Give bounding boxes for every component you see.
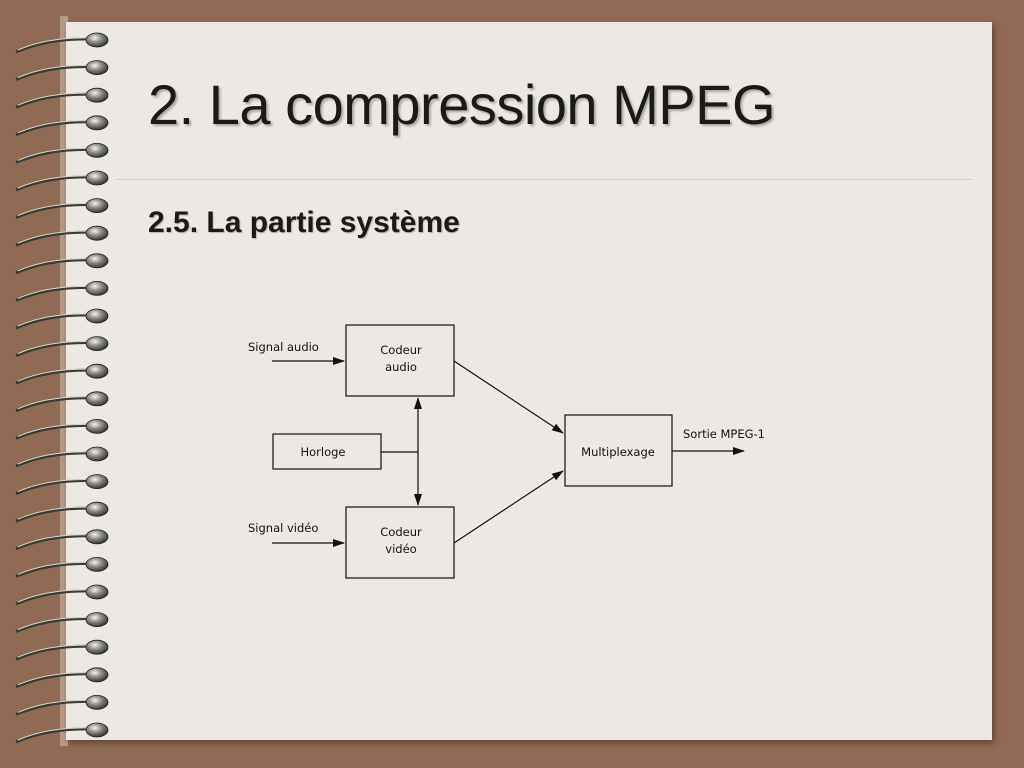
spiral-ring [15, 170, 109, 192]
clock-label: Horloge [300, 445, 345, 459]
spiral-ring [15, 639, 109, 661]
slide-subtitle: 2.5. La partie système [148, 206, 460, 239]
video-to-mux-arrow [453, 470, 564, 544]
spiral-ring [15, 722, 109, 744]
video-encoder-label-line2: vidéo [385, 542, 416, 556]
spiral-binding [15, 32, 109, 744]
spiral-ring [15, 501, 109, 523]
spiral-ring [15, 529, 109, 551]
spiral-ring [15, 32, 109, 54]
video-encoder-label-line1: Codeur [380, 525, 422, 539]
spiral-ring [15, 418, 109, 440]
spiral-ring [15, 612, 109, 633]
output-label: Sortie MPEG-1 [683, 427, 765, 441]
spiral-ring [15, 667, 109, 689]
audio-input-label: Signal audio [248, 340, 319, 354]
audio-encoder-label-line2: audio [385, 360, 417, 374]
video-input-label: Signal vidéo [248, 521, 318, 535]
spiral-ring [15, 308, 109, 330]
spiral-ring [15, 87, 109, 109]
spiral-ring [15, 253, 109, 275]
spiral-ring [15, 198, 109, 219]
spiral-ring [15, 695, 109, 716]
spiral-ring [15, 142, 109, 164]
mux-label: Multiplexage [581, 445, 655, 459]
audio-encoder-label-line1: Codeur [380, 343, 422, 357]
spiral-ring [15, 584, 109, 606]
slide-title: 2. La compression MPEG [148, 73, 776, 136]
spiral-ring [15, 363, 109, 385]
spiral-ring [15, 225, 109, 247]
spiral-ring [15, 446, 109, 468]
spiral-ring [15, 280, 109, 302]
spiral-ring [15, 115, 109, 137]
title-divider [116, 179, 972, 180]
spiral-ring [15, 60, 109, 81]
page-edge [60, 16, 68, 746]
audio-to-mux-arrow [453, 360, 564, 434]
spiral-ring [15, 557, 109, 578]
spiral-ring [15, 391, 109, 413]
slide-page [66, 22, 992, 740]
spiral-ring [15, 474, 109, 495]
spiral-ring [15, 336, 109, 357]
audio-encoder-box [345, 324, 455, 397]
